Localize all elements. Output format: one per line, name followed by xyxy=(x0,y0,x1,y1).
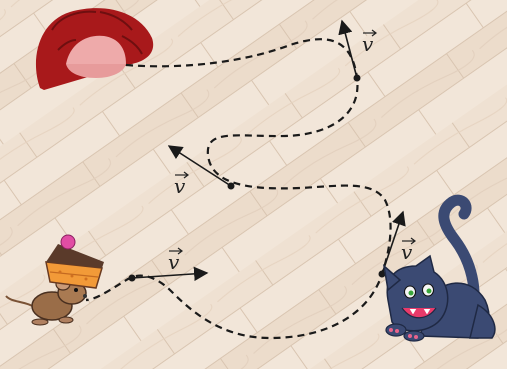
velocity-arrow-mouse xyxy=(131,266,209,282)
velocity-arrow-middle xyxy=(167,145,232,187)
vector-label-cat: v xyxy=(401,237,416,264)
trajectory-path xyxy=(85,38,392,340)
vector-label-cat-text: v xyxy=(401,240,413,264)
cat-icon xyxy=(382,194,496,342)
mouse-hole-icon xyxy=(35,8,154,91)
vector-label-top: v xyxy=(362,29,377,56)
vector-label-top-text: v xyxy=(362,32,374,56)
cherry-icon xyxy=(60,234,76,250)
vector-label-middle-text: v xyxy=(174,174,186,198)
vector-label-mouse: v xyxy=(168,247,183,274)
velocity-arrow-top xyxy=(338,19,358,79)
mouse-with-cake-icon xyxy=(5,234,104,326)
vector-label-mouse-text: v xyxy=(168,250,180,274)
velocity-arrow-cat xyxy=(381,210,406,275)
vector-label-middle: v xyxy=(174,171,189,198)
